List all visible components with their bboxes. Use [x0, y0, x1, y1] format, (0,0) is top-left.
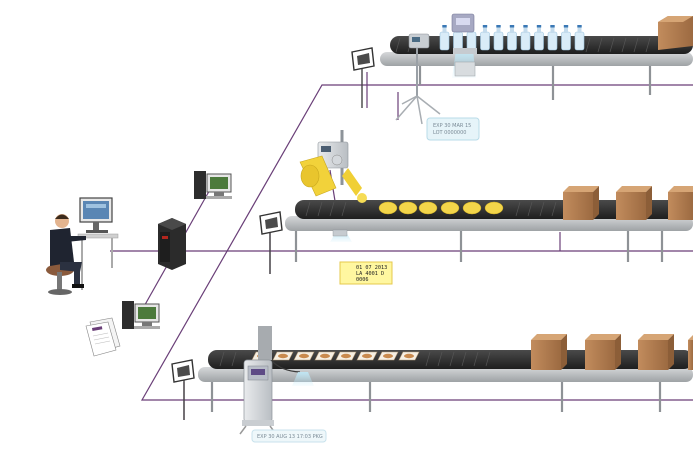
bottle-icon [534, 25, 544, 51]
cardboard-box-icon [531, 334, 567, 370]
printed-code-tag-middle: 01 07 2013 LA 4001 D 0006 [339, 261, 393, 285]
barcode-scanner-sign-icon [171, 359, 195, 420]
food-package-icon [377, 351, 399, 361]
cheese-row [378, 201, 504, 215]
tag-middle-line-3: 0006 [356, 277, 369, 283]
food-package-icon [293, 351, 315, 361]
cheese-wedge-icon [484, 201, 504, 215]
cardboard-box-icon [585, 334, 621, 370]
barcode-scanner-sign-icon [259, 211, 283, 274]
bottle-icon [574, 25, 585, 51]
server-tower [158, 218, 186, 270]
inkjet-printer-top [395, 13, 477, 125]
printed-code-tag-top: EXP 30 MAR 15 LOT 0000000 [426, 117, 480, 141]
bottle-icon [507, 25, 517, 51]
tag-top-line-2: LOT 0000000 [433, 130, 466, 136]
cardboard-box-icon [688, 335, 693, 370]
barcode-scanner-sign-icon [351, 47, 375, 108]
bottle-icon [547, 25, 558, 51]
tag-middle-line-2: LA 4001 D [356, 271, 384, 277]
bottle-icon [561, 25, 571, 51]
scanner-signs [171, 47, 375, 420]
cheese-wedge-icon [418, 201, 438, 215]
bottle-icon [493, 25, 504, 51]
tag-bottom-text: EXP 30 AUG 13 17:03 PKG [257, 434, 323, 440]
cardboard-box-icon [563, 186, 599, 220]
cheese-wedge-icon [440, 201, 460, 215]
cardboard-box-icon [616, 186, 652, 220]
bottle-icon [520, 25, 531, 51]
desktop-computer-lower [122, 301, 160, 329]
tag-middle-line-1: 01 07 2013 [356, 265, 387, 271]
cheese-wedge-icon [378, 201, 398, 215]
label-printer-middle [299, 130, 367, 242]
bottle-icon [439, 25, 450, 51]
printed-documents [85, 317, 121, 357]
box-row-bottom [531, 334, 693, 370]
food-package-icon [272, 351, 294, 361]
cardboard-box-icon [668, 186, 693, 220]
food-package-icon [398, 351, 420, 361]
food-package-icon [314, 351, 336, 361]
bottle-icon [480, 25, 490, 51]
cardboard-box-top [658, 16, 693, 50]
tag-top-line-1: EXP 30 MAR 15 [433, 123, 471, 129]
inkjet-printer-bottom [239, 326, 314, 435]
box-row-middle [563, 186, 693, 220]
cardboard-box-icon [638, 334, 674, 370]
operator-at-workstation [46, 197, 119, 295]
printed-code-tag-bottom: EXP 30 AUG 13 17:03 PKG [251, 429, 327, 443]
desktop-computer-upper [194, 171, 232, 199]
cheese-wedge-icon [398, 201, 418, 215]
cheese-wedge-icon [462, 201, 482, 215]
food-package-icon [335, 351, 357, 361]
food-package-icon [356, 351, 378, 361]
